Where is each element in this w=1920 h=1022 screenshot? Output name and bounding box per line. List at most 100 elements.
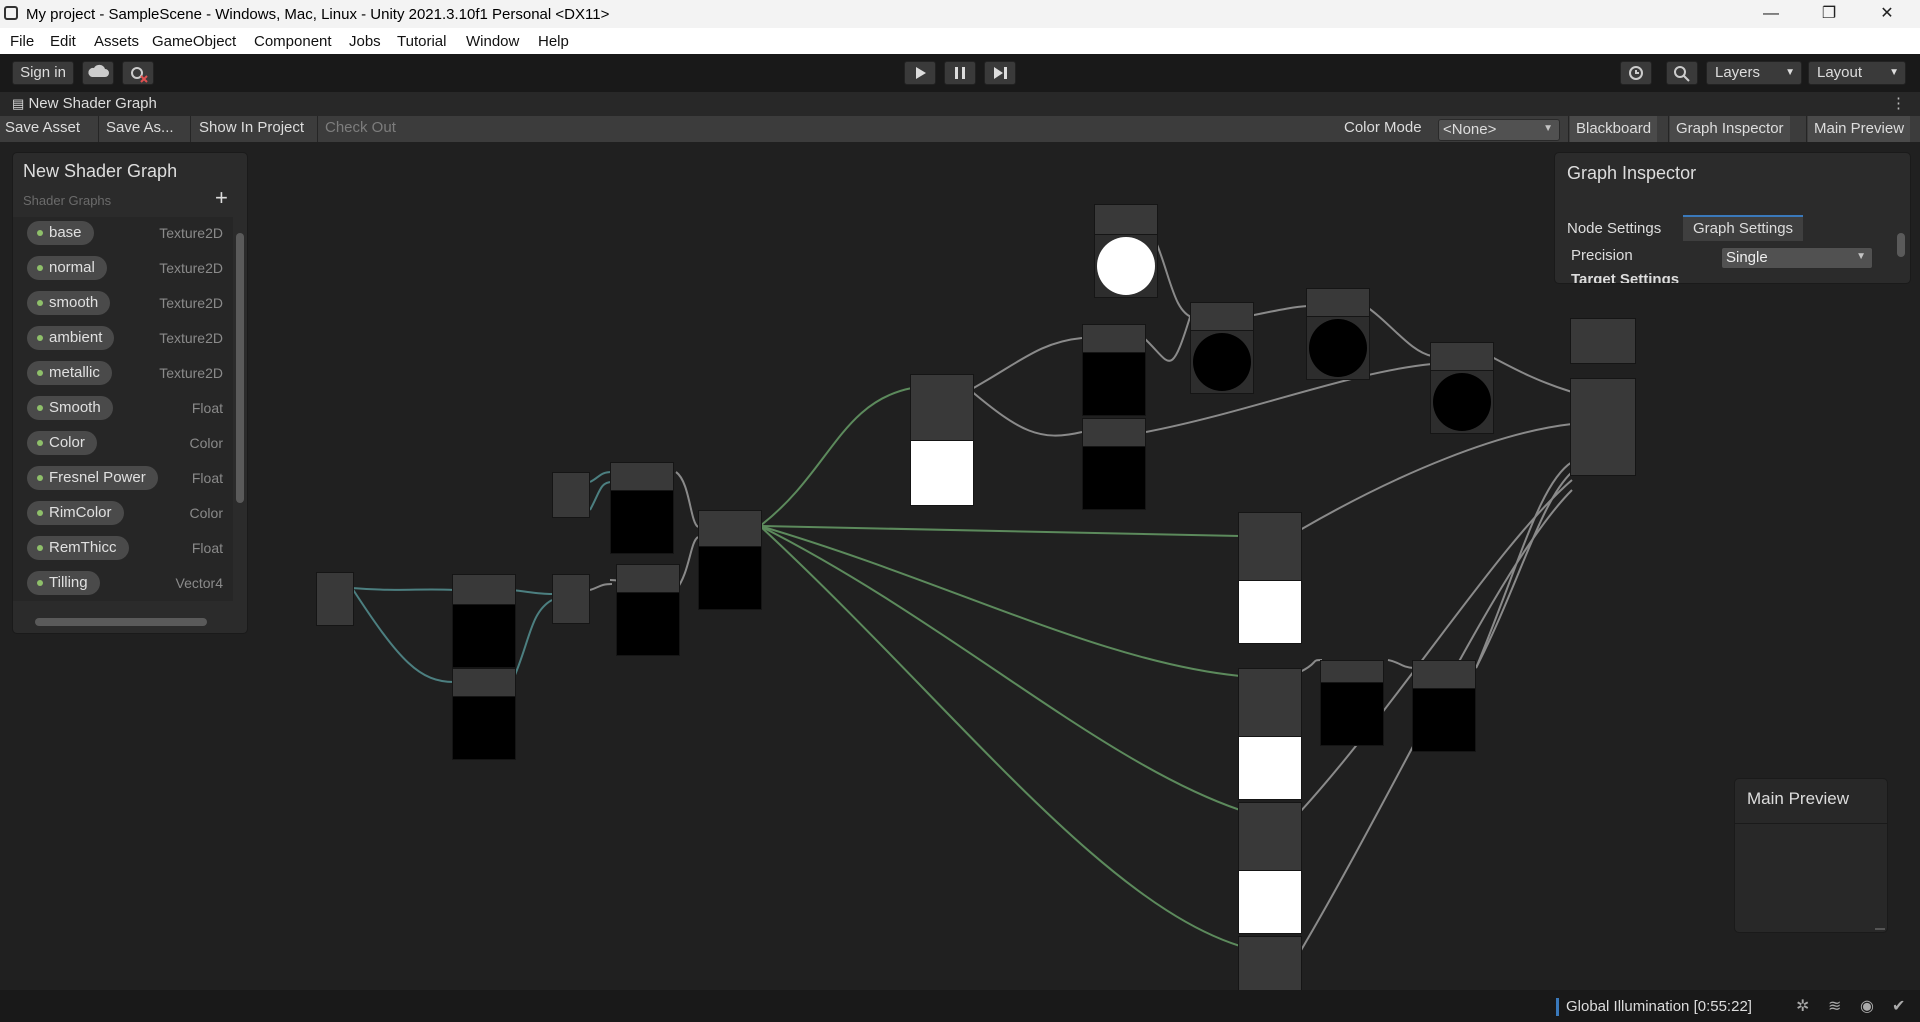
graph-node-sample-texture[interactable] [1238,512,1302,582]
property-pill: normal [27,256,107,280]
kebab-menu-icon[interactable]: ⋮ [1891,95,1906,112]
graph-node-add[interactable] [616,564,680,594]
scrollbar-thumb[interactable] [1897,233,1905,257]
collab-button[interactable] [122,61,154,85]
property-pill: Fresnel Power [27,466,158,490]
graph-node-power[interactable] [1190,302,1254,332]
graph-node-split[interactable] [552,472,590,518]
sign-in-button[interactable]: Sign in [12,61,74,85]
layers-dropdown[interactable]: Layers ▼ [1706,61,1802,85]
property-type: Texture2D [159,365,223,381]
graph-node-multiply[interactable] [1412,660,1476,690]
minimize-button[interactable]: — [1763,5,1779,22]
divider [98,116,99,142]
menu-window[interactable]: Window [466,33,520,50]
bug-icon[interactable]: ✲ [1796,998,1810,1015]
list-item[interactable]: Fresnel Power Float [27,466,223,492]
lighting-icon[interactable]: ◉ [1860,998,1874,1015]
graph-node-combine[interactable] [552,574,590,624]
horizontal-scrollbar[interactable] [13,615,233,629]
graph-node-time[interactable] [316,572,354,626]
graph-node-vertex[interactable] [1570,318,1636,364]
vertical-scrollbar[interactable] [1895,219,1907,279]
graph-node-multiply[interactable] [1306,288,1370,318]
graph-node-sample-texture[interactable] [1238,802,1302,872]
graph-node-multiply[interactable] [452,668,516,698]
scrollbar-thumb[interactable] [35,618,207,626]
menu-edit[interactable]: Edit [50,33,76,50]
main-preview-toggle[interactable]: Main Preview [1808,116,1911,142]
history-button[interactable] [1620,61,1652,85]
main-preview-panel: Main Preview [1734,778,1888,933]
graph-node-sample-texture[interactable] [1238,668,1302,738]
chevron-down-icon: ▼ [1889,67,1899,78]
add-property-button[interactable]: + [215,185,228,210]
graph-node-add[interactable] [610,462,674,492]
color-mode-dropdown[interactable]: <None> ▼ [1438,119,1560,141]
edge [759,525,1241,677]
cloud-button[interactable] [82,61,114,85]
editor-tab-strip: ▤ New Shader Graph ⋮ [0,92,1920,116]
graph-inspector-toggle[interactable]: Graph Inspector [1670,116,1790,142]
graph-node-sample-texture[interactable] [1238,936,1302,990]
graph-node-tiling-offset[interactable] [698,510,762,548]
graph-canvas[interactable] [0,142,1920,990]
property-type: Color [189,505,223,521]
tab-node-settings[interactable]: Node Settings [1567,220,1662,237]
menu-component[interactable]: Component [254,33,332,50]
property-type: Color [189,435,223,451]
menu-gameobject[interactable]: GameObject [152,33,237,50]
check-icon[interactable]: ✔ [1892,998,1906,1015]
layout-dropdown[interactable]: Layout ▼ [1808,61,1906,85]
graph-node-fragment[interactable] [1570,378,1636,476]
layers-status-icon[interactable]: ≋ [1828,998,1842,1015]
resize-handle[interactable] [1875,924,1885,930]
scrollbar-thumb[interactable] [236,233,244,503]
graph-node-multiply[interactable] [1082,324,1146,354]
play-button[interactable] [904,61,936,85]
divider [1668,116,1669,142]
menu-file[interactable]: File [10,33,35,50]
vertical-scrollbar[interactable] [233,217,247,601]
property-pill: ambient [27,326,115,350]
check-out-button[interactable]: Check Out [325,119,396,136]
tab-graph-settings[interactable]: Graph Settings [1683,215,1804,241]
graph-node-add[interactable] [1430,342,1494,372]
sphere-preview [1309,319,1367,377]
node-preview [910,440,974,506]
graph-node-one-minus[interactable] [1320,660,1384,684]
save-as-button[interactable]: Save As... [106,119,174,136]
menu-assets[interactable]: Assets [94,33,140,50]
save-asset-button[interactable]: Save Asset [5,119,81,136]
graph-node-multiply[interactable] [452,574,516,606]
graph-node-sample-texture[interactable] [910,374,974,442]
menu-tutorial[interactable]: Tutorial [397,33,447,50]
search-button[interactable] [1666,61,1698,85]
show-in-project-button[interactable]: Show In Project [199,119,305,136]
menu-help[interactable]: Help [538,33,569,50]
progress-indicator [1556,998,1559,1016]
close-button[interactable]: ✕ [1880,5,1894,22]
window-title: My project - SampleScene - Windows, Mac,… [26,6,610,23]
pause-button[interactable] [944,61,976,85]
graph-node-fresnel[interactable] [1094,204,1158,236]
tab-new-shader-graph[interactable]: ▤ New Shader Graph [12,95,157,112]
menu-jobs[interactable]: Jobs [349,33,381,50]
precision-dropdown[interactable]: Single ▼ [1721,247,1873,269]
graph-node-multiply[interactable] [1082,418,1146,448]
maximize-button[interactable]: ❐ [1821,5,1837,22]
shader-graph-icon: ▤ [12,96,25,111]
step-button[interactable] [984,61,1016,85]
blackboard-toggle[interactable]: Blackboard [1570,116,1658,142]
property-type: Float [191,470,223,486]
